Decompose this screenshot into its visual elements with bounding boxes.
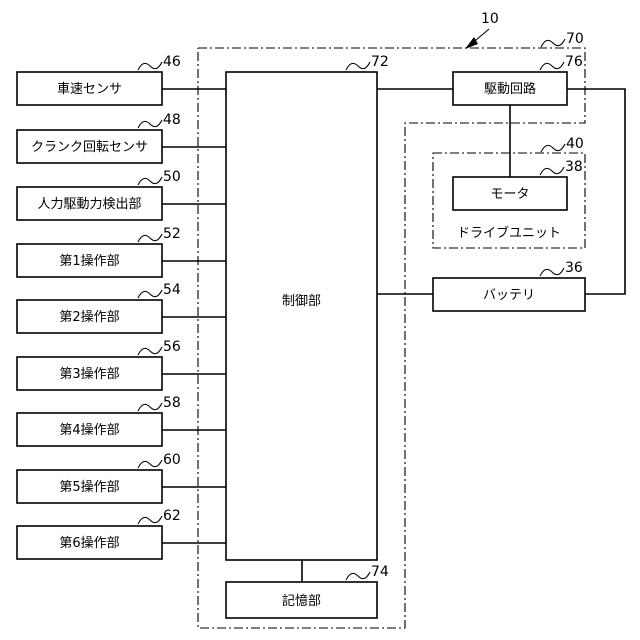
sensor-box-operator-1: 第1操作部 (17, 244, 162, 277)
sensor-box-operator-5: 第5操作部 (17, 470, 162, 503)
drive-unit-label: ドライブユニット (457, 225, 561, 241)
leader-40 (541, 144, 565, 152)
ref-number: 76 (565, 54, 583, 70)
storage-unit-box: 記憶部 (226, 582, 377, 618)
ref-number: 74 (371, 564, 389, 580)
leader-50 (138, 177, 162, 185)
storage-unit-label: 記憶部 (282, 593, 321, 609)
ref-number: 70 (566, 31, 584, 47)
leader-36 (540, 268, 564, 276)
ref-number: 54 (163, 282, 181, 298)
leader-54 (138, 290, 162, 298)
sensor-label: 車速センサ (57, 82, 122, 97)
leader-56 (138, 347, 162, 355)
leader-48 (138, 120, 162, 128)
sensor-box-operator-2: 第2操作部 (17, 300, 162, 333)
ref-number: 38 (565, 159, 583, 175)
system-arrow-head (465, 37, 478, 49)
sensor-box-operator-4: 第4操作部 (17, 413, 162, 446)
sensor-label: 第6操作部 (59, 535, 119, 551)
sensor-label: 第3操作部 (59, 366, 119, 382)
control-unit-label: 制御部 (282, 294, 321, 309)
leader-70 (541, 39, 565, 47)
control-unit-box: 制御部 (226, 72, 377, 560)
leader-52 (138, 234, 162, 242)
sensor-label: 第5操作部 (59, 479, 119, 495)
battery-box: バッテリ (433, 278, 585, 311)
ref-number: 52 (163, 226, 181, 242)
leader-74 (346, 572, 370, 580)
sensor-label: 人力駆動力検出部 (37, 197, 141, 212)
motor-label: モータ (490, 187, 529, 202)
ref-number: 46 (163, 54, 181, 70)
leader-60 (138, 460, 162, 468)
ref-number: 62 (163, 508, 181, 524)
sensor-label: 第1操作部 (59, 253, 119, 269)
ref-number: 60 (163, 452, 181, 468)
sensor-box-crank-rotation: クランク回転センサ (17, 130, 162, 163)
sensor-box-operator-6: 第6操作部 (17, 526, 162, 559)
leader-38 (540, 167, 564, 175)
ref-number: 58 (163, 395, 181, 411)
drive-circuit-box: 駆動回路 (453, 72, 567, 105)
drive-circuit-label: 駆動回路 (484, 81, 536, 97)
ref-number: 48 (163, 112, 181, 128)
sensor-box-human-force: 人力駆動力検出部 (17, 187, 162, 220)
sensor-box-operator-3: 第3操作部 (17, 357, 162, 390)
sensor-box-vehicle-speed: 車速センサ (17, 72, 162, 105)
ref-number: 10 (481, 11, 499, 27)
leader-76 (540, 62, 564, 70)
battery-label: バッテリ (483, 288, 535, 303)
ref-number: 72 (371, 54, 389, 70)
sensor-label: 第4操作部 (59, 422, 119, 438)
leader-46 (138, 62, 162, 70)
motor-box: モータ (453, 177, 567, 210)
ref-number: 56 (163, 339, 181, 355)
ref-number: 50 (163, 169, 181, 185)
sensor-label: クランク回転センサ (31, 140, 148, 155)
ref-number: 40 (566, 136, 584, 152)
sensor-label: 第2操作部 (59, 309, 119, 325)
leader-72 (346, 62, 370, 70)
leader-62 (138, 516, 162, 524)
ref-number: 36 (565, 260, 583, 276)
leader-58 (138, 403, 162, 411)
